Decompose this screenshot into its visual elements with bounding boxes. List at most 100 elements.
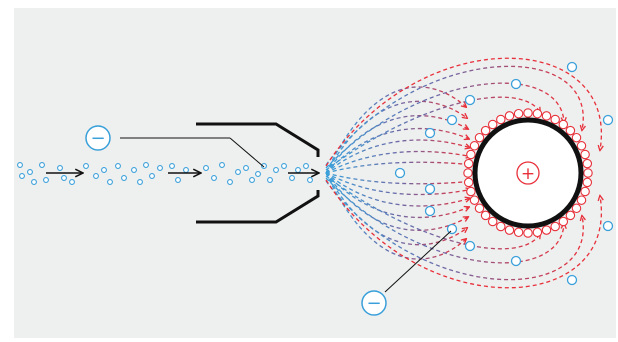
negative-charge-icon: [85, 125, 111, 151]
positive-charge-symbol: +: [521, 164, 535, 184]
adsorbed-charge: [523, 108, 533, 118]
droplet: [169, 163, 175, 169]
charged-droplet: [510, 78, 522, 90]
droplet: [31, 179, 37, 185]
adsorbed-charge: [487, 216, 498, 227]
droplet: [69, 179, 75, 185]
adsorbed-charge: [474, 132, 485, 143]
droplet: [43, 177, 49, 183]
charged-droplet: [566, 274, 578, 286]
droplet: [57, 165, 63, 171]
field-line: [325, 96, 540, 171]
charged-droplet: [602, 220, 614, 232]
adsorbed-charge: [532, 108, 543, 119]
droplet: [121, 175, 127, 181]
adsorbed-charge: [480, 210, 491, 221]
adsorbed-charge: [582, 158, 593, 169]
adsorbed-charge: [558, 119, 569, 130]
droplet: [131, 167, 137, 173]
callout-line-top-diagonal: [229, 137, 265, 168]
droplet: [19, 173, 25, 179]
field-line: [325, 172, 469, 219]
adsorbed-charge: [463, 177, 474, 188]
adsorbed-charge: [550, 114, 560, 125]
adsorbed-charge: [550, 221, 560, 232]
field-line: [325, 115, 468, 174]
adsorbed-charge: [513, 227, 524, 238]
adsorbed-charge: [480, 125, 491, 136]
charged-droplet: [424, 205, 436, 217]
adsorbed-charge: [541, 225, 552, 235]
adsorbed-charge: [504, 111, 515, 121]
droplet: [149, 173, 155, 179]
adsorbed-charge: [582, 177, 593, 188]
field-line: [325, 139, 470, 174]
charged-droplet: [424, 127, 436, 139]
droplet: [243, 165, 249, 171]
adsorbed-charge: [463, 168, 473, 178]
adsorbed-charge: [469, 141, 480, 151]
adsorbed-charge: [532, 227, 543, 238]
droplet: [115, 163, 121, 169]
droplet: [17, 162, 23, 168]
field-line: [325, 57, 601, 167]
droplet: [101, 167, 107, 173]
droplet: [107, 179, 113, 185]
adsorbed-charge: [496, 114, 506, 125]
adsorbed-charge: [583, 168, 593, 178]
adsorbed-charge: [576, 141, 587, 151]
negative-charge-symbol: −: [90, 128, 105, 149]
adsorbed-charge: [541, 111, 552, 121]
charged-droplet: [464, 240, 476, 252]
negative-charge-symbol: −: [366, 293, 381, 314]
field-line: [325, 82, 564, 169]
charged-droplet: [424, 183, 436, 195]
adsorbed-charge: [565, 125, 576, 136]
droplet: [219, 162, 225, 168]
adsorbed-charge: [463, 158, 474, 169]
droplet: [249, 177, 255, 183]
droplet: [203, 165, 209, 171]
droplet: [93, 173, 99, 179]
charged-droplet: [510, 255, 522, 267]
adsorbed-charge: [571, 132, 582, 143]
droplet: [157, 165, 163, 171]
adsorbed-charges: [463, 108, 593, 238]
droplet: [211, 175, 217, 181]
positive-charge-icon: [516, 161, 540, 185]
droplet: [255, 171, 261, 177]
droplet: [227, 179, 233, 185]
droplet: [235, 169, 241, 175]
adsorbed-charge: [474, 203, 485, 214]
field-line: [325, 180, 583, 281]
field-line: [325, 172, 471, 184]
field-lines: [325, 57, 614, 289]
charged-droplet: [446, 223, 458, 235]
adsorbed-charge: [496, 221, 506, 232]
adsorbed-charge: [565, 210, 576, 221]
field-line: [325, 150, 471, 174]
adsorbed-charge: [580, 149, 590, 160]
field-line: [325, 65, 583, 166]
field-line: [325, 177, 564, 264]
nozzle-upper-wall: [196, 122, 320, 157]
adsorbed-charge: [580, 186, 590, 197]
field-line: [325, 172, 470, 207]
adsorbed-charge: [523, 228, 533, 238]
charged-droplet: [394, 167, 406, 179]
droplet: [261, 163, 267, 169]
field-line: [325, 162, 471, 174]
droplet: [175, 177, 181, 183]
field-line: [325, 175, 540, 250]
adsorbed-charge: [576, 195, 587, 205]
field-line: [325, 127, 469, 174]
negative-charge-icon: [361, 290, 387, 316]
droplet: [303, 163, 309, 169]
adsorbed-charge: [469, 195, 480, 205]
droplet: [143, 162, 149, 168]
droplet: [267, 177, 273, 183]
adsorbed-charge: [487, 119, 498, 130]
droplet: [289, 175, 295, 181]
charged-droplet: [602, 114, 614, 126]
